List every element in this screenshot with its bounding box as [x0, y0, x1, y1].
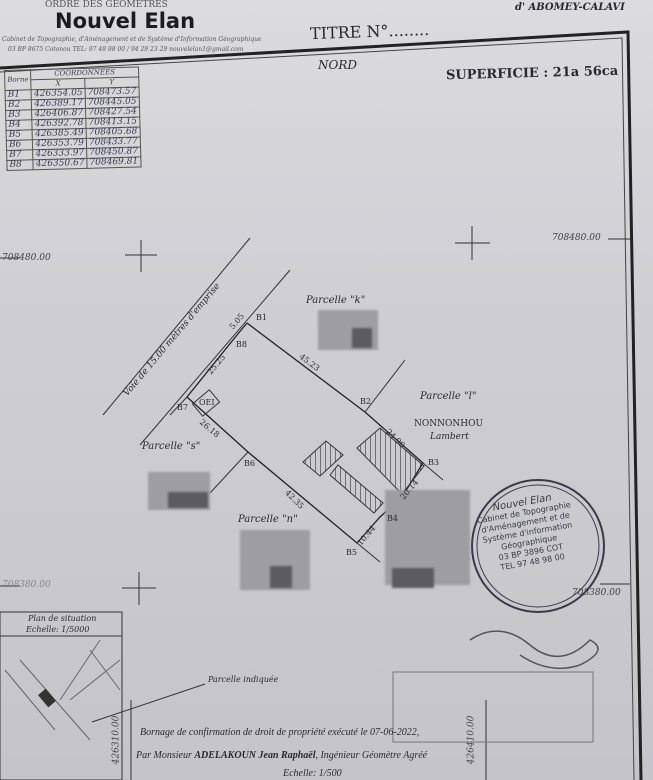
redacted-area — [392, 568, 434, 588]
parcel-n-label: Parcelle "n" — [238, 514, 298, 525]
owner-name-1: NONNONHOU — [414, 419, 484, 429]
col-borne: Borne — [4, 69, 32, 91]
x: 426350.67 — [33, 158, 88, 170]
oei-label: OEI — [199, 398, 215, 407]
borne-b3: B3 — [428, 458, 439, 467]
signature-stamp-box — [392, 671, 594, 743]
borne-b2: B2 — [360, 397, 371, 406]
building-1 — [302, 440, 344, 477]
road-edge-2 — [139, 269, 291, 446]
commune-name: d' ABOMEY-CALAVI — [515, 2, 625, 13]
grid-label: 426310.00 — [111, 715, 122, 765]
situation-plan-box — [0, 611, 123, 780]
plan-scale: Echelle: 1/500 — [283, 768, 342, 779]
surveyor-name: ADELAKOUN Jean Raphaël — [194, 750, 316, 761]
grid-label: 708480.00 — [552, 233, 601, 243]
situation-leader — [91, 683, 206, 723]
parcel-k-label: Parcelle "k" — [306, 295, 366, 306]
borne-b6: B6 — [244, 459, 255, 468]
oei-box — [191, 389, 221, 417]
redacted-area — [352, 328, 372, 348]
parcel-indicated-label: Parcelle indiquée — [208, 675, 279, 684]
y: 708469.81 — [86, 157, 141, 169]
parcel-s-label: Parcelle "s" — [142, 441, 201, 452]
surveyor-prefix: Par Monsieur — [136, 750, 195, 761]
stamp-circle — [471, 479, 605, 613]
brand-name: Nouvel Elan — [55, 9, 196, 33]
brand-subtitle: Cabinet de Topographie, d'Aménagement et… — [2, 36, 262, 43]
grid-label: 426410.00 — [466, 715, 477, 765]
grid-label: 708380.00 — [2, 580, 51, 590]
frame-inner-border — [0, 37, 635, 780]
grid-label: 708380.00 — [572, 588, 621, 598]
borne-b8: B8 — [236, 340, 247, 349]
situation-scale: Echelle: 1/5000 — [26, 625, 90, 634]
situation-parcel-marker — [38, 688, 56, 708]
borne-b5: B5 — [346, 548, 357, 557]
borne-b7: B7 — [177, 403, 188, 412]
borne: B8 — [6, 160, 34, 171]
north-label: NORD — [318, 58, 357, 72]
redacted-area — [270, 566, 292, 588]
parcel-l-label: Parcelle "l" — [420, 391, 477, 402]
brand-contact: 03 BP 8675 Cotonou TEL: 97 48 98 00 / 94… — [8, 46, 244, 53]
building-3 — [356, 427, 425, 495]
grid-crosses — [0, 226, 630, 780]
surveyor-title: , Ingénieur Géomètre Agréé — [315, 750, 428, 761]
building-2 — [329, 464, 384, 514]
order-text: ORDRE DES GEOMETRES — [45, 0, 168, 10]
road-edge — [102, 237, 251, 416]
borne-b4: B4 — [387, 514, 398, 523]
situation-title: Plan de situation — [28, 614, 97, 623]
frame-border — [0, 30, 643, 780]
surveyor-statement: Par Monsieur ADELAKOUN Jean Raphaël, Ing… — [136, 750, 427, 761]
borne-b1: B1 — [256, 313, 267, 322]
bornage-statement: Bornage de confirmation de droit de prop… — [140, 727, 420, 738]
owner-name-2: Lambert — [430, 432, 469, 442]
signature — [469, 630, 599, 670]
redacted-area — [168, 492, 208, 508]
grid-label: 708480.00 — [2, 253, 51, 263]
parcel-boundary — [186, 322, 424, 544]
